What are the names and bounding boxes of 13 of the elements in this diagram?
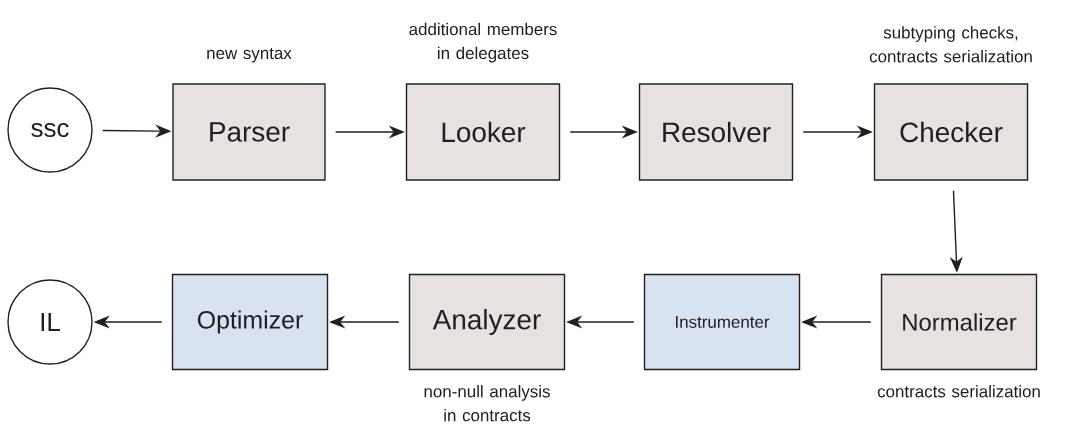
annotation-text: new syntax xyxy=(207,48,292,63)
process-box: Optimizer xyxy=(171,273,329,371)
annotation-text: subtyping checks, contracts serialization xyxy=(869,26,1032,63)
process-box: Analyzer xyxy=(408,273,566,371)
process-box: Checker xyxy=(873,83,1029,181)
process-box: Normalizer xyxy=(880,273,1038,371)
annotation-text: contracts serialization xyxy=(877,385,1040,398)
process-box: Resolver xyxy=(638,83,794,181)
process-box: Looker xyxy=(405,83,561,181)
process-box: Instrumenter xyxy=(643,273,801,371)
process-box: Parser xyxy=(172,83,326,181)
annotation-text: additional members in delegates xyxy=(409,22,557,63)
annotation-text: non-null analysis in contracts xyxy=(424,385,550,422)
